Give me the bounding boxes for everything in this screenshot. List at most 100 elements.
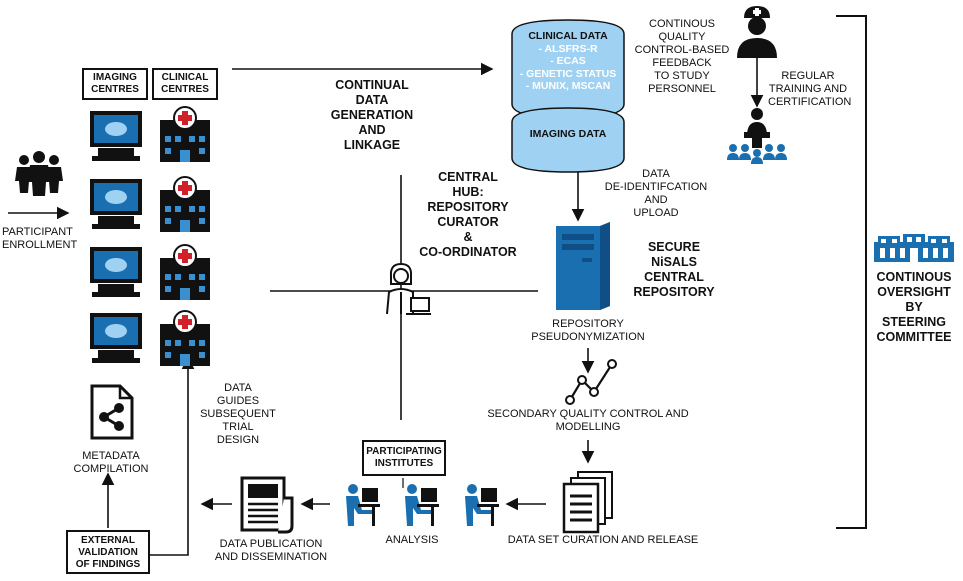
computer-monitor-icon — [90, 179, 142, 229]
secure-line2: NiSALS — [651, 255, 697, 269]
deidentification-label: DATA DE-IDENTIFCATION AND UPLOAD — [596, 168, 716, 220]
clinical-item-2: - ECAS — [550, 55, 586, 67]
share-document-icon — [90, 384, 134, 440]
pseudonymization-label: REPOSITORY PSEUDONYMIZATION — [520, 318, 656, 344]
clinical-item-1: - ALSFRS-R — [538, 42, 598, 55]
secure-line4: REPOSITORY — [633, 285, 715, 299]
external-validation-line3: OF FINDINGS — [75, 559, 141, 570]
metadata-line1: METADATA — [82, 450, 140, 462]
clinical-item-4: - MUNIX, MSCAN — [525, 80, 611, 92]
hub-line4: CURATOR — [437, 215, 499, 229]
feedback-line4: FEEDBACK — [652, 57, 712, 69]
feedback-line3: CONTROL-BASED — [634, 44, 730, 56]
continual-line3: GENERATION — [330, 108, 414, 122]
pseudo-line2: PSEUDONYMIZATION — [531, 331, 645, 343]
metadata-line2: COMPILATION — [73, 463, 149, 475]
clinical-data-text: CLINICAL DATA - ALSFRS-R - ECAS - GENETI… — [510, 30, 626, 93]
people-group-icon — [15, 151, 63, 196]
deid-line1: DATA — [642, 168, 670, 180]
guides-line3: SUBSEQUENT — [200, 408, 276, 420]
publication-label: DATA PUBLICATION AND DISSEMINATION — [206, 538, 336, 564]
imaging-centres-line1: IMAGING — [93, 72, 137, 83]
quality-feedback-label: CONTINOUS QUALITY CONTROL-BASED FEEDBACK… — [632, 18, 732, 96]
oversight-line1: CONTINOUS — [876, 270, 952, 284]
secure-line3: CENTRAL — [644, 270, 704, 284]
deid-line4: UPLOAD — [633, 207, 679, 219]
deid-line3: AND — [644, 194, 668, 206]
participating-institutes-box: PARTICIPATING INSTITUTES — [362, 440, 446, 476]
participating-institutes-line1: PARTICIPATING — [366, 446, 442, 457]
feedback-line6: PERSONNEL — [648, 83, 716, 95]
training-label: REGULAR TRAINING AND CERTIFICATION — [768, 70, 852, 109]
documents-stack-icon — [562, 471, 613, 534]
secondary-qc-line1: SECONDARY QUALITY CONTROL AND — [487, 408, 689, 420]
doctor-icon — [737, 6, 777, 58]
imaging-data-title: IMAGING DATA — [529, 128, 607, 140]
oversight-line2: OVERSIGHT — [877, 285, 951, 299]
continual-line1: CONTINUAL — [335, 78, 409, 92]
guides-line5: DESIGN — [216, 434, 260, 446]
hub-line1: CENTRAL — [438, 170, 498, 184]
participant-label-line2: ENROLLMENT — [2, 239, 78, 251]
participant-enrollment-label: PARTICIPANT ENROLLMENT — [2, 226, 78, 252]
hub-line3: REPOSITORY — [427, 200, 509, 214]
deid-line2: DE-IDENTIFCATION — [604, 181, 708, 193]
secondary-qc-line2: MODELLING — [555, 421, 621, 433]
newspaper-icon — [240, 476, 294, 534]
training-line3: CERTIFICATION — [768, 96, 852, 108]
clinical-data-title: CLINICAL DATA — [528, 30, 608, 42]
computer-monitor-icon — [90, 111, 142, 161]
trend-line-icon — [565, 359, 617, 405]
continual-line2: DATA — [355, 93, 389, 107]
participating-institutes-line2: INSTITUTES — [374, 458, 434, 469]
clinical-centres-line2: CENTRES — [161, 84, 209, 95]
training-line1: REGULAR — [781, 70, 835, 82]
curation-label: DATA SET CURATION AND RELEASE — [507, 534, 699, 546]
guides-line4: TRIAL — [222, 421, 254, 433]
hospital-building-icon — [160, 244, 210, 300]
analyst-desk-icon — [405, 484, 439, 526]
imaging-centres-line2: CENTRES — [91, 84, 139, 95]
secondary-qc-label: SECONDARY QUALITY CONTROL AND MODELLING — [480, 408, 696, 434]
curator-laptop-icon — [386, 262, 431, 315]
secure-repository-label: SECURE NiSALS CENTRAL REPOSITORY — [624, 240, 724, 300]
participant-label-line1: PARTICIPANT — [2, 226, 73, 238]
committee-building-icon — [874, 234, 954, 262]
external-validation-line2: VALIDATION — [78, 547, 138, 558]
clinical-centres-box: CLINICAL CENTRES — [152, 68, 218, 100]
hospital-building-icon — [160, 106, 210, 162]
clinical-centres-line1: CLINICAL — [161, 72, 209, 83]
oversight-label: CONTINOUS OVERSIGHT BY STEERING COMMITTE… — [866, 270, 962, 345]
clinical-item-3: - GENETIC STATUS — [519, 67, 617, 80]
hub-line2: HUB: — [452, 185, 484, 199]
analyst-desk-icon — [346, 484, 380, 526]
oversight-line3: BY — [905, 300, 923, 314]
feedback-line2: QUALITY — [658, 31, 706, 43]
metadata-label: METADATA COMPILATION — [66, 450, 156, 476]
presentation-audience-icon — [727, 108, 787, 164]
guides-line1: DATA — [224, 382, 252, 394]
feedback-line1: CONTINOUS — [649, 18, 715, 30]
oversight-line4: STEERING — [882, 315, 946, 329]
hub-line5: & — [463, 230, 473, 244]
imaging-centres-box: IMAGING CENTRES — [82, 68, 148, 100]
secure-line1: SECURE — [647, 240, 701, 254]
guides-line2: GUIDES — [216, 395, 260, 407]
hospital-building-icon — [160, 176, 210, 232]
continual-line4: AND — [358, 123, 386, 137]
training-line2: TRAINING AND — [768, 83, 848, 95]
data-guides-label: DATA GUIDES SUBSEQUENT TRIAL DESIGN — [198, 382, 278, 447]
publication-line2: AND DISSEMINATION — [214, 551, 328, 563]
server-icon — [556, 222, 610, 310]
feedback-line5: TO STUDY — [654, 70, 710, 82]
hub-line6: CO-ORDINATOR — [419, 245, 517, 259]
computer-monitor-icon — [90, 313, 142, 363]
continual-data-label: CONTINUAL DATA GENERATION AND LINKAGE — [322, 78, 422, 153]
analysis-label: ANALYSIS — [385, 534, 439, 546]
pseudo-line1: REPOSITORY — [552, 318, 624, 330]
analyst-desk-icon — [465, 484, 499, 526]
oversight-line5: COMMITTEE — [876, 330, 952, 344]
computer-monitor-icon — [90, 247, 142, 297]
publication-line1: DATA PUBLICATION — [219, 538, 323, 550]
